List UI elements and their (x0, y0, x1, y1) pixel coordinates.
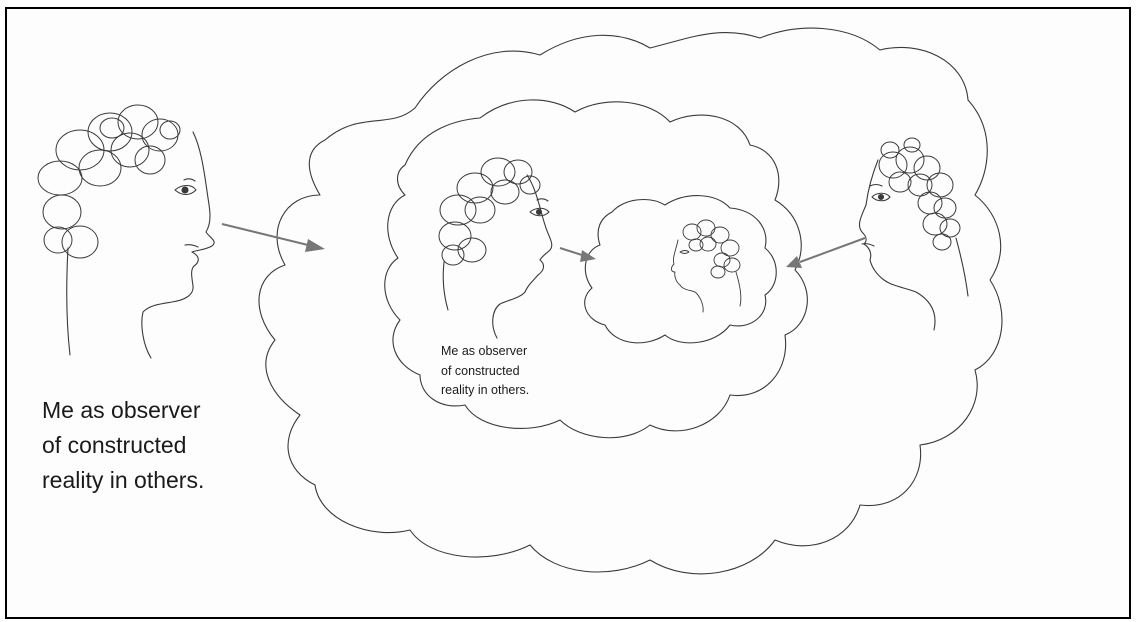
caption-small-line-3: reality in others. (441, 383, 530, 397)
observer-head-large (37, 104, 215, 359)
caption-large: Me as observer of constructed reality in… (42, 393, 204, 498)
outer-thought-cloud (258, 27, 1003, 575)
innermost-thought-cloud (584, 195, 777, 344)
observer-head-right (858, 137, 969, 331)
caption-small: Me as observer of constructed reality in… (441, 342, 529, 401)
caption-large-line-3: reality in others. (42, 467, 205, 493)
drawing-frame (5, 7, 1131, 619)
observed-head-small (671, 219, 742, 313)
arrow-head1-to-cloud (221, 223, 325, 252)
caption-large-line-2: of constructed (42, 432, 187, 458)
caption-small-line-1: Me as observer (441, 344, 528, 358)
caption-small-line-2: of constructed (441, 363, 520, 378)
observer-head-middle (438, 157, 553, 339)
arrow-head2-to-inner-cloud (559, 247, 596, 262)
inner-thought-cloud (384, 99, 808, 439)
arrow-head4-to-inner-cloud (786, 237, 866, 268)
caption-large-line-1: Me as observer (42, 397, 201, 423)
